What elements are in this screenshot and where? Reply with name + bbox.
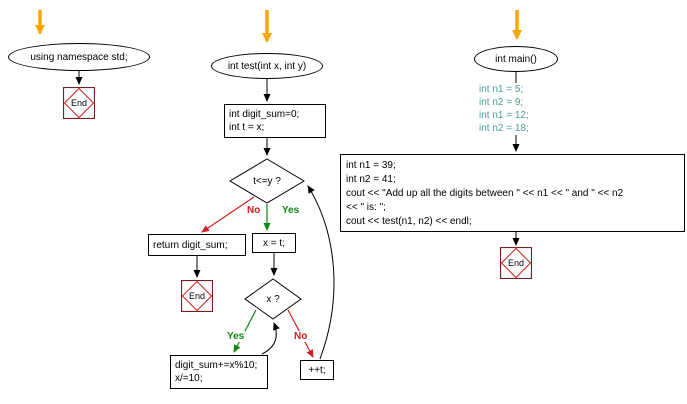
end-label: End: [188, 291, 205, 301]
decision-t-le-y-label: t<=y ?: [253, 175, 281, 187]
start-node-main: int main(): [474, 46, 558, 72]
main-body-line2: int n2 = 41;: [346, 174, 396, 185]
process-init-line1: int digit_sum=0;: [229, 109, 300, 120]
process-loop-line1: digit_sum+=x%10;: [175, 360, 258, 371]
start-node-namespace: using namespace std;: [8, 43, 150, 71]
decision-diamond-icon: [229, 158, 305, 204]
main-body-line3: cout << "Add up all the digits between "…: [346, 188, 624, 199]
edge-loop-back-cond2: [261, 322, 280, 355]
end-node-main: End: [500, 247, 532, 279]
label-no-inner: No: [293, 331, 309, 342]
decl-line-4: int n2 = 18;: [477, 122, 531, 135]
end-label: End: [507, 258, 524, 268]
main-body-line1: int n1 = 39;: [346, 160, 396, 171]
end-node-namespace: End: [63, 87, 95, 119]
decision-t-le-y: t<=y ?: [229, 158, 305, 204]
end-symbol-icon: [500, 247, 532, 279]
start-node-test: int test(int x, int y): [211, 53, 323, 79]
process-main-body: int n1 = 39; int n2 = 41; cout << "Add u…: [340, 154, 685, 232]
decision-x: x ?: [244, 278, 302, 320]
decl-line-3: int n1 = 12;: [477, 109, 531, 122]
process-return-label: return digit_sum;: [153, 239, 228, 251]
main-body-line5: cout << test(n1, n2) << endl;: [346, 216, 472, 227]
end-symbol-icon: [181, 280, 213, 312]
process-increment: ++t;: [300, 360, 334, 380]
start-node-namespace-label: using namespace std;: [30, 51, 128, 63]
start-node-main-label: int main(): [495, 53, 537, 65]
process-assign-x: x = t;: [252, 233, 296, 253]
decision-x-label: x ?: [266, 293, 280, 305]
label-yes-outer: Yes: [281, 205, 301, 216]
start-node-test-label: int test(int x, int y): [227, 60, 307, 72]
decl-line-1: int n1 = 5;: [477, 83, 526, 96]
end-label: End: [70, 98, 87, 108]
edge-incr-back-cond1: [307, 185, 335, 360]
edge-cond-no-return: [201, 196, 255, 233]
label-no-outer: No: [246, 205, 262, 216]
end-symbol-icon: [63, 87, 95, 119]
label-yes-inner: Yes: [226, 331, 246, 342]
end-node-test: End: [181, 280, 213, 312]
process-init-line2: int t = x;: [229, 122, 265, 133]
decision-diamond-icon: [244, 278, 302, 320]
decl-line-2: int n2 = 9;: [477, 96, 526, 109]
process-loop-body: digit_sum+=x%10; x/=10;: [170, 355, 268, 389]
process-increment-label: ++t;: [308, 364, 326, 376]
process-assign-x-label: x = t;: [263, 237, 285, 249]
main-body-line4: << " is: ";: [346, 202, 386, 213]
process-return: return digit_sum;: [148, 234, 246, 256]
process-init: int digit_sum=0; int t = x;: [224, 104, 326, 138]
process-loop-line2: x/=10;: [175, 373, 203, 384]
